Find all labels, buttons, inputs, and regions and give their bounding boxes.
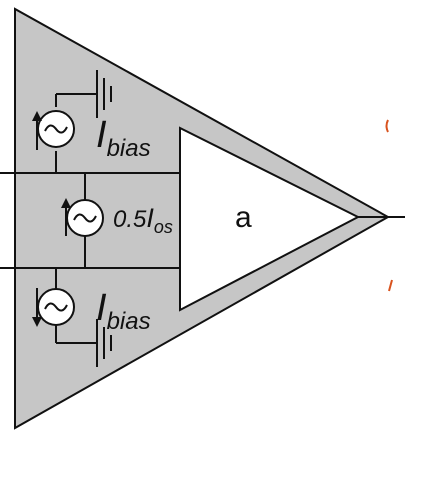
- accent-mark-bottom: [388, 279, 393, 292]
- offset-current-source: [61, 173, 104, 268]
- ideal-amplifier-triangle: [179, 126, 361, 312]
- bottom-bias-label: Ibias: [96, 287, 151, 335]
- accent-mark-top: [385, 119, 389, 133]
- ground-icon: [96, 70, 112, 118]
- amplifier-gain-label: a: [235, 201, 252, 234]
- offset-current-label: 0.5Ios: [113, 203, 173, 237]
- ground-icon: [96, 319, 112, 367]
- bottom-bias-current-source: [32, 268, 97, 344]
- top-bias-label: Ibias: [96, 114, 151, 162]
- top-bias-current-source: [32, 93, 97, 173]
